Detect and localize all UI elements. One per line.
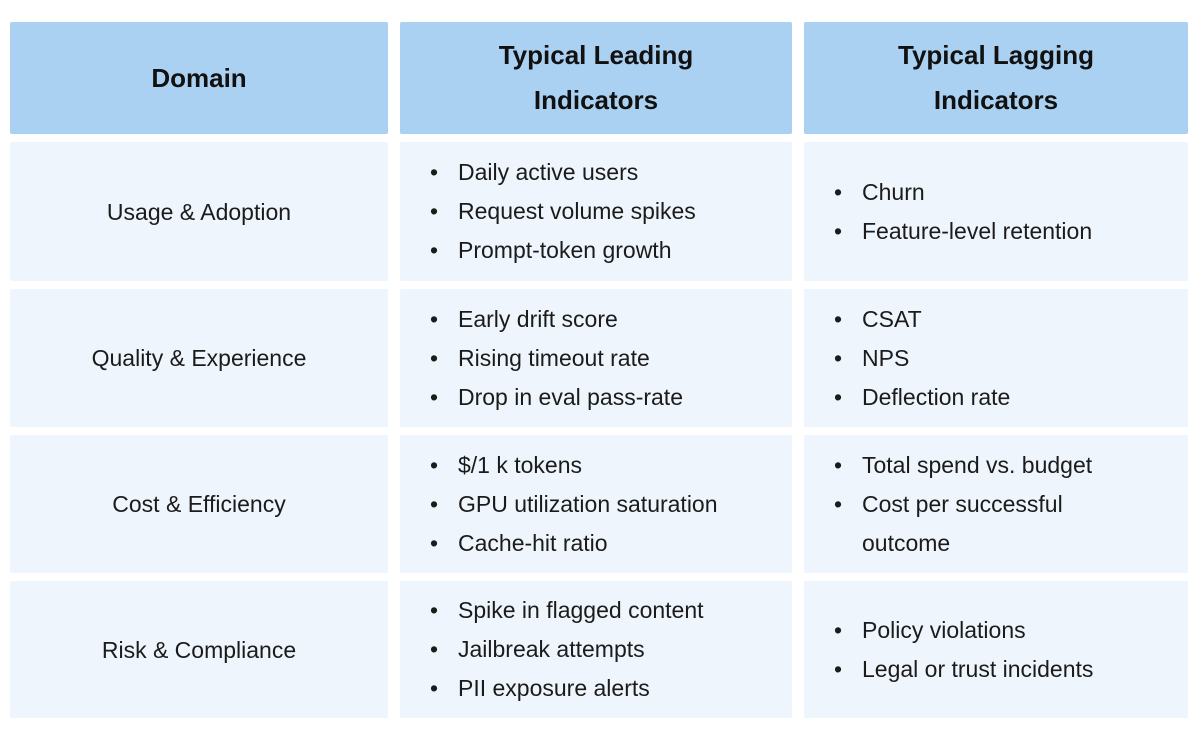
domain-label: Usage & Adoption <box>106 198 292 225</box>
domain-label: Risk & Compliance <box>101 636 297 663</box>
bullet-item: Drop in eval pass-rate <box>428 378 786 417</box>
leading-cell-cost-efficiency: $/1 k tokensGPU utilization saturationCa… <box>400 435 792 573</box>
header-cell-domain: Domain <box>10 22 388 134</box>
bullet-item: Request volume spikes <box>428 192 786 231</box>
lagging-indicator-list: Total spend vs. budgetCost per successfu… <box>804 446 1188 563</box>
bullet-item: Policy violations <box>832 611 1118 650</box>
header-cell-leading-indicators: Typical Leading Indicators <box>400 22 792 134</box>
bullet-item: Rising timeout rate <box>428 339 786 378</box>
domain-label: Quality & Experience <box>91 345 307 371</box>
leading-cell-usage-adoption: Daily active usersRequest volume spikesP… <box>400 142 792 281</box>
lagging-cell-cost-efficiency: Total spend vs. budgetCost per successfu… <box>804 435 1188 573</box>
bullet-item: $/1 k tokens <box>428 446 786 485</box>
column-header-label: Domain <box>151 62 247 93</box>
lagging-indicator-list: CSATNPSDeflection rate <box>804 300 1188 417</box>
bullet-item: Total spend vs. budget <box>832 446 1118 485</box>
bullet-item: Deflection rate <box>832 378 1118 417</box>
leading-cell-risk-compliance: Spike in flagged contentJailbreak attemp… <box>400 581 792 718</box>
domain-cell-cost-efficiency: Cost & Efficiency <box>10 435 388 573</box>
bullet-item: Prompt-token growth <box>428 231 786 270</box>
column-header-label: Typical Lagging Indicators <box>898 40 1094 115</box>
bullet-item: PII exposure alerts <box>428 669 786 708</box>
bullet-item: Cache-hit ratio <box>428 524 786 563</box>
bullet-item: Legal or trust incidents <box>832 650 1118 689</box>
bullet-item: NPS <box>832 339 1118 378</box>
domain-cell-quality-experience: Quality & Experience <box>10 289 388 427</box>
bullet-item: Early drift score <box>428 300 786 339</box>
column-header-label: Typical Leading Indicators <box>498 40 694 115</box>
bullet-item: GPU utilization saturation <box>428 485 786 524</box>
leading-indicator-list: Early drift scoreRising timeout rateDrop… <box>400 300 792 417</box>
lagging-cell-quality-experience: CSATNPSDeflection rate <box>804 289 1188 427</box>
leading-cell-quality-experience: Early drift scoreRising timeout rateDrop… <box>400 289 792 427</box>
lagging-cell-usage-adoption: ChurnFeature-level retention <box>804 142 1188 281</box>
bullet-item: Churn <box>832 173 1118 212</box>
leading-indicator-list: $/1 k tokensGPU utilization saturationCa… <box>400 446 792 563</box>
header-cell-lagging-indicators: Typical Lagging Indicators <box>804 22 1188 134</box>
bullet-item: Daily active users <box>428 153 786 192</box>
domain-cell-risk-compliance: Risk & Compliance <box>10 581 388 718</box>
domain-cell-usage-adoption: Usage & Adoption <box>10 142 388 281</box>
lagging-cell-risk-compliance: Policy violationsLegal or trust incident… <box>804 581 1188 718</box>
bullet-item: Spike in flagged content <box>428 591 786 630</box>
lagging-indicator-list: Policy violationsLegal or trust incident… <box>804 611 1188 689</box>
leading-indicator-list: Spike in flagged contentJailbreak attemp… <box>400 591 792 708</box>
lagging-indicator-list: ChurnFeature-level retention <box>804 173 1188 251</box>
bullet-item: Cost per successful outcome <box>832 485 1118 563</box>
domain-label: Cost & Efficiency <box>112 491 286 517</box>
bullet-item: Jailbreak attempts <box>428 630 786 669</box>
indicator-table: Domain Typical Leading Indicators Typica… <box>10 22 1188 718</box>
bullet-item: CSAT <box>832 300 1118 339</box>
bullet-item: Feature-level retention <box>832 212 1118 251</box>
leading-indicator-list: Daily active usersRequest volume spikesP… <box>400 153 792 270</box>
